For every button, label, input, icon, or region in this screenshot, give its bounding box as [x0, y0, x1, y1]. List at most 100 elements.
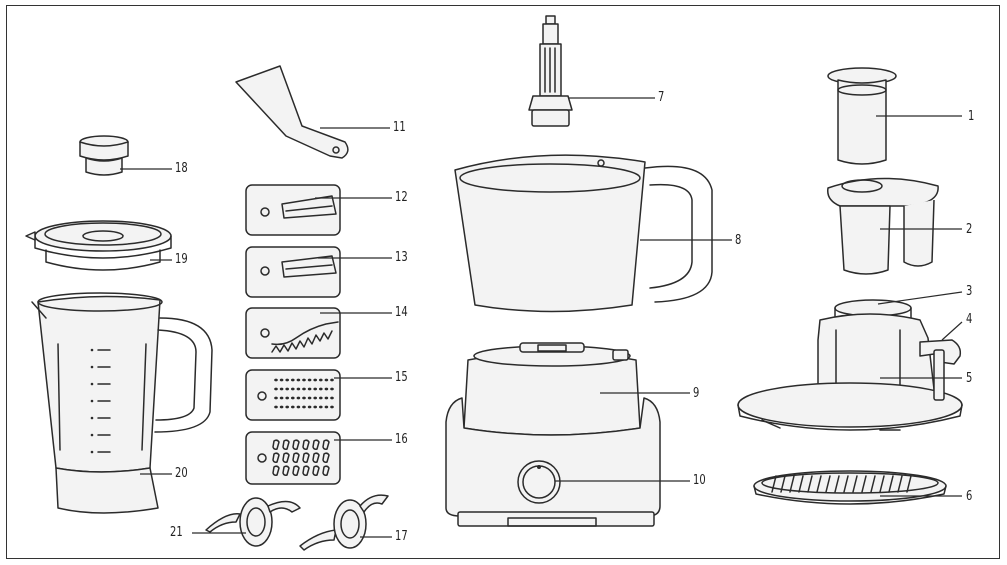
measure-dot	[90, 365, 94, 369]
leader-3	[877, 291, 963, 305]
grating-hole	[291, 405, 295, 409]
shred-hole	[282, 452, 290, 463]
label-7: 7	[658, 90, 665, 105]
measure-dot	[90, 450, 94, 454]
grating-hole	[274, 378, 278, 382]
part-21-blade	[205, 497, 301, 547]
label-9: 9	[693, 386, 700, 401]
part-10-speed-knob[interactable]	[517, 460, 561, 504]
grating-hole	[324, 396, 329, 400]
shred-hole	[272, 439, 280, 450]
grating-hole	[296, 378, 301, 382]
shred-hole	[292, 452, 300, 463]
grating-hole	[307, 387, 312, 391]
grating-hole	[291, 396, 295, 400]
label-3: 3	[966, 284, 973, 299]
grating-hole	[279, 378, 284, 382]
shred-hole	[312, 465, 320, 476]
part-16-shredding-holes	[272, 439, 330, 476]
grating-hole	[324, 405, 329, 409]
grating-hole	[313, 396, 318, 400]
label-21: 21	[170, 525, 183, 540]
disc-rib	[816, 475, 822, 493]
disc-rib	[789, 475, 795, 493]
disc-rib	[861, 475, 867, 493]
part-15-grating-holes	[274, 378, 334, 409]
grating-hole	[285, 387, 290, 391]
part-7-drive-shaft	[528, 15, 573, 127]
grating-hole	[330, 405, 334, 409]
label-6: 6	[966, 489, 973, 504]
grating-hole	[319, 405, 323, 409]
part-19-lid	[25, 220, 172, 271]
part-13-slicing-disc	[245, 246, 341, 298]
shred-hole	[282, 465, 290, 476]
shred-hole	[272, 452, 280, 463]
grating-hole	[313, 387, 318, 391]
disc-rib	[807, 475, 813, 493]
grating-hole	[319, 378, 323, 382]
grating-hole	[319, 387, 323, 391]
part-5-bowl-cover	[737, 313, 963, 431]
disc-rib	[798, 475, 804, 493]
shred-hole	[312, 452, 320, 463]
part-9-motor-base	[445, 342, 661, 527]
measure-dot	[90, 382, 94, 386]
grating-hole	[330, 396, 334, 400]
label-20: 20	[175, 466, 188, 481]
shred-hole	[322, 465, 330, 476]
grating-hole	[285, 396, 290, 400]
leader-4	[941, 321, 963, 341]
label-1: 1	[968, 109, 975, 124]
label-19: 19	[175, 252, 188, 267]
grating-hole	[319, 396, 323, 400]
grating-hole	[296, 396, 301, 400]
shred-hole	[302, 439, 310, 450]
disc-rib	[843, 475, 849, 493]
shred-hole	[292, 465, 300, 476]
grating-hole	[330, 378, 334, 382]
label-15: 15	[395, 370, 408, 385]
part-11-spatula	[235, 65, 349, 159]
disc-rib	[906, 475, 912, 493]
shred-hole	[322, 452, 330, 463]
measure-dot	[90, 348, 94, 352]
grating-hole	[274, 396, 278, 400]
disc-rib	[870, 475, 876, 493]
grating-hole	[296, 405, 301, 409]
label-11: 11	[393, 120, 406, 135]
label-12: 12	[395, 190, 408, 205]
part-4-safety-lock[interactable]	[919, 339, 962, 401]
part-18-filler-cap	[79, 135, 129, 176]
label-4: 4	[966, 312, 973, 327]
part-12-slicing-disc	[245, 184, 341, 236]
shred-hole	[282, 439, 290, 450]
grating-hole	[302, 405, 306, 409]
measure-dot	[90, 399, 94, 403]
label-13: 13	[395, 250, 408, 265]
grating-hole	[307, 405, 312, 409]
grating-hole	[291, 378, 295, 382]
grating-hole	[279, 387, 284, 391]
measure-dot	[90, 416, 94, 420]
part-15-grating-disc	[245, 369, 341, 421]
part-20-measure-marks	[90, 348, 111, 454]
label-2: 2	[966, 222, 973, 237]
grating-hole	[324, 378, 329, 382]
grating-hole	[291, 387, 295, 391]
label-17: 17	[395, 529, 408, 544]
label-18: 18	[175, 161, 188, 176]
part-1-food-pusher	[827, 67, 897, 165]
part-8-bowl	[454, 154, 713, 313]
label-10: 10	[693, 473, 706, 488]
grating-hole	[285, 378, 290, 382]
grating-hole	[313, 405, 318, 409]
grating-hole	[279, 405, 284, 409]
shred-hole	[322, 439, 330, 450]
measure-dot	[90, 433, 94, 437]
part-2-feed-tube	[827, 177, 939, 275]
grating-hole	[307, 378, 312, 382]
disc-rib	[834, 475, 840, 493]
disc-rib	[771, 475, 777, 493]
